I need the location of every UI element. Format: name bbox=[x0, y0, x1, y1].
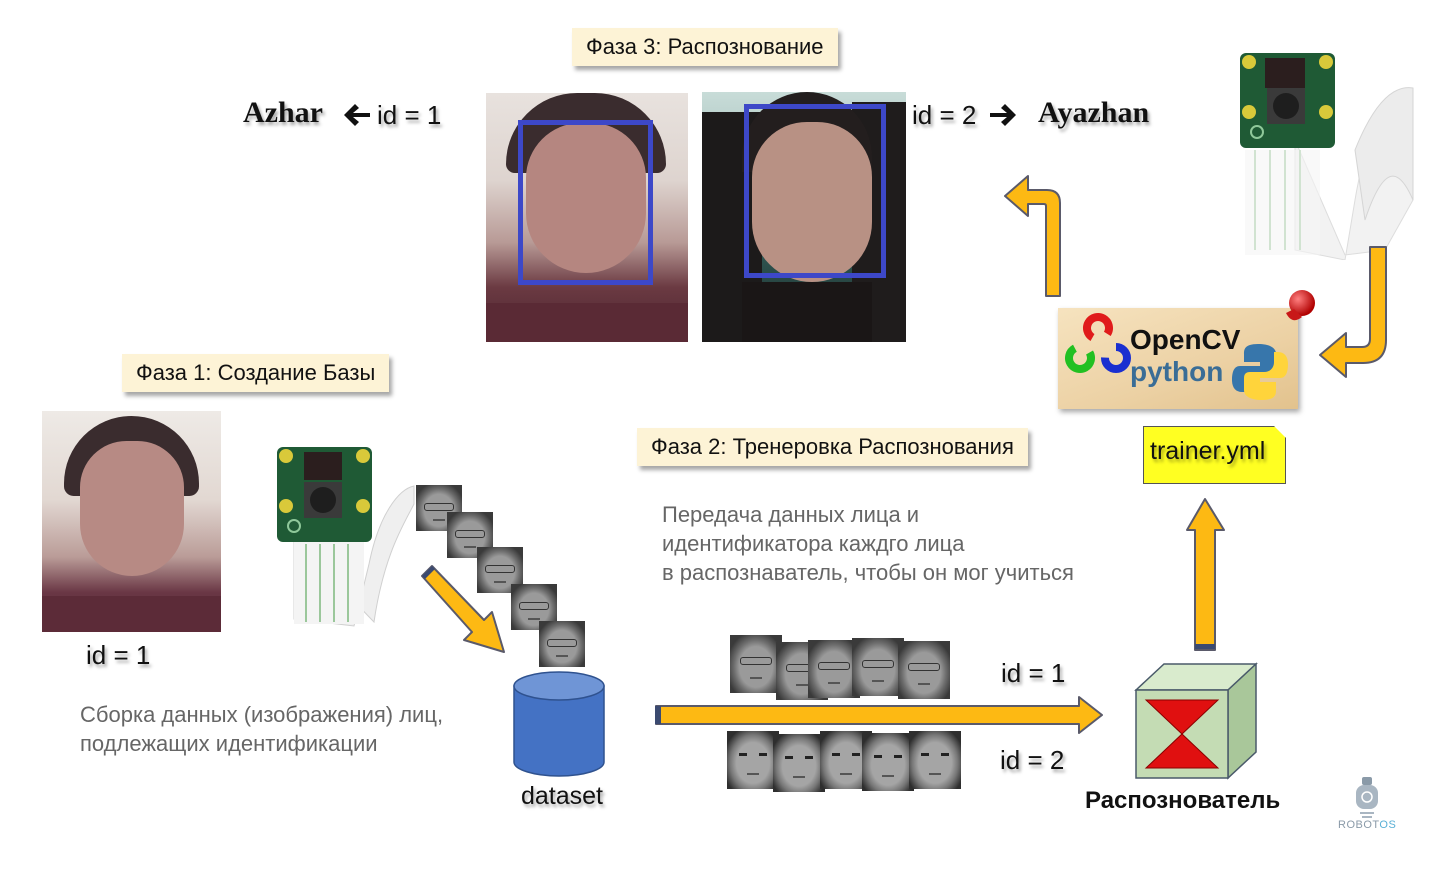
recognition-photo-ayazhan bbox=[702, 92, 906, 342]
recognition-photo-azhar bbox=[486, 93, 688, 342]
phase2-description-line: Передача данных лица и bbox=[662, 502, 920, 527]
watermark-text: ROBOT bbox=[1338, 819, 1380, 831]
opencv-python-logo: OpenCV python bbox=[1058, 308, 1298, 409]
phase1-description: Сборка данных (изображения) лиц, подлежа… bbox=[80, 700, 443, 758]
phase2-description-line: идентификатора каждго лица bbox=[662, 531, 965, 556]
dataset-cylinder-icon bbox=[513, 671, 605, 777]
face-detection-box bbox=[744, 104, 886, 278]
face-detection-box bbox=[518, 120, 653, 285]
dataset-label: dataset bbox=[521, 782, 604, 810]
recognized-id-1: id = 1 bbox=[377, 100, 442, 130]
arrow-right-long-icon bbox=[655, 696, 1103, 734]
arrow-up-icon bbox=[1186, 498, 1225, 651]
face-sample-thumb bbox=[539, 621, 585, 667]
recognizer-cube-icon bbox=[1134, 662, 1258, 780]
trainer-file-name: trainer.yml bbox=[1150, 437, 1266, 465]
face-sample-thumb-id2 bbox=[773, 734, 825, 792]
recognized-id-2: id = 2 bbox=[912, 100, 977, 130]
python-logo-icon bbox=[1232, 344, 1288, 400]
robotos-logo-icon bbox=[1356, 777, 1378, 818]
arrow-down-left-icon bbox=[1319, 246, 1387, 378]
recognized-name-ayazhan: Ayazhan bbox=[1038, 96, 1150, 129]
opencv-title: OpenCV bbox=[1130, 324, 1241, 355]
phase3-label: Фаза 3: Распознование bbox=[572, 28, 838, 66]
arrow-down-right-icon bbox=[421, 565, 505, 653]
phase1-description-line: Сборка данных (изображения) лиц, bbox=[80, 702, 444, 727]
recognized-name-azhar: Azhar bbox=[243, 96, 323, 129]
phase2-description-line: в распознаватель, чтобы он мог учиться bbox=[662, 560, 1074, 585]
push-pin-icon bbox=[1286, 290, 1315, 321]
phase1-label: Фаза 1: Создание Базы bbox=[122, 354, 390, 392]
arrow-left-icon bbox=[344, 104, 370, 126]
arrow-up-left-icon bbox=[1004, 175, 1061, 297]
phase2-description: Передача данных лица и идентификатора ка… bbox=[662, 500, 1074, 587]
opencv-logo-icon bbox=[1065, 313, 1131, 373]
group-id-2: id = 2 bbox=[1000, 745, 1065, 775]
group-id-1: id = 1 bbox=[1001, 658, 1066, 688]
face-sample-thumb-id2 bbox=[909, 731, 961, 789]
phase1-description-line: подлежащих идентификации bbox=[80, 731, 378, 756]
face-sample-thumb-id2 bbox=[862, 733, 914, 791]
photo-id-label: id = 1 bbox=[86, 640, 151, 670]
face-sample-thumb-id1 bbox=[730, 635, 782, 693]
robotos-watermark: ROBOTOS bbox=[1338, 819, 1396, 831]
arrow-right-icon bbox=[990, 104, 1016, 126]
face-sample-thumb-id1 bbox=[852, 638, 904, 696]
face-sample-thumb-id1 bbox=[898, 641, 950, 699]
face-sample-thumb-id2 bbox=[727, 731, 779, 789]
phase2-label: Фаза 2: Тренеровка Распознования bbox=[637, 428, 1028, 466]
recognizer-label: Распознователь bbox=[1085, 787, 1281, 814]
watermark-text-accent: OS bbox=[1379, 819, 1397, 831]
python-title: python bbox=[1130, 356, 1224, 387]
raspberry-pi-camera-icon bbox=[1240, 53, 1414, 260]
face-sample-thumb-id1 bbox=[808, 640, 860, 698]
raspberry-pi-camera-icon bbox=[277, 447, 415, 627]
trainer-file: trainer.yml bbox=[1143, 426, 1286, 484]
training-photo-azhar bbox=[42, 411, 221, 632]
